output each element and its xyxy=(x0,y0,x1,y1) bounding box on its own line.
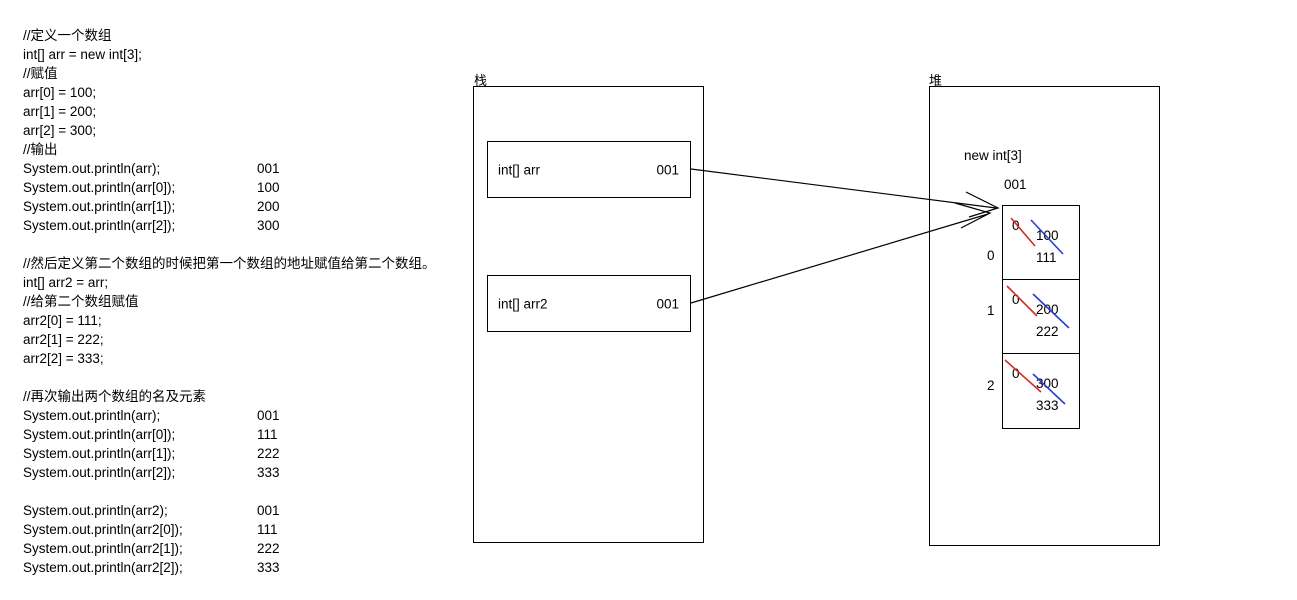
code-line-text: arr2[1] = 222; xyxy=(23,332,104,347)
array-cell-2[interactable]: 0 300 333 xyxy=(1003,354,1079,428)
cell-current-value: 333 xyxy=(1036,398,1059,413)
code-line: //输出 xyxy=(23,140,443,159)
code-line-text: System.out.println(arr2); xyxy=(23,503,168,518)
code-line-text: arr[0] = 100; xyxy=(23,85,97,100)
code-line-text: //定义一个数组 xyxy=(23,28,112,43)
array-index-1: 1 xyxy=(987,303,995,318)
code-line: System.out.println(arr[0]); 111 xyxy=(23,425,443,444)
code-line: //定义一个数组 xyxy=(23,26,443,45)
cell-current-value: 111 xyxy=(1036,250,1057,265)
code-line: System.out.println(arr2[2]); 333 xyxy=(23,558,443,577)
code-line-text: arr2[0] = 111; xyxy=(23,313,102,328)
code-line: //给第二个数组赋值 xyxy=(23,292,443,311)
code-line-text: //再次输出两个数组的名及元素 xyxy=(23,389,207,404)
code-line-text: arr[2] = 300; xyxy=(23,123,97,138)
code-listing: //定义一个数组 int[] arr = new int[3]; //赋值 arr[0… xyxy=(23,26,443,577)
code-line-text: //赋值 xyxy=(23,66,58,81)
array-index-2: 2 xyxy=(987,378,995,393)
code-line-text: System.out.println(arr[1]); xyxy=(23,199,176,214)
code-output-value: 300 xyxy=(257,218,280,233)
code-output-value: 111 xyxy=(257,427,278,442)
variable-address: 001 xyxy=(656,296,679,311)
heap-label: 堆 xyxy=(929,73,943,88)
code-output-value: 333 xyxy=(257,465,280,480)
code-line-text: System.out.println(arr2[1]); xyxy=(23,541,183,556)
code-line-text: int[] arr = new int[3]; xyxy=(23,47,142,62)
code-line-text: System.out.println(arr2[2]); xyxy=(23,560,183,575)
code-line: System.out.println(arr[2]); 300 xyxy=(23,216,443,235)
heap-array-object: 0 100 111 0 200 222 0 300 333 xyxy=(1002,205,1080,429)
code-line: arr[2] = 300; xyxy=(23,121,443,140)
code-line-text: System.out.println(arr[2]); xyxy=(23,218,176,233)
code-line: arr[1] = 200; xyxy=(23,102,443,121)
code-line: arr2[1] = 222; xyxy=(23,330,443,349)
cell-old-value: 300 xyxy=(1036,376,1059,391)
code-output-value: 001 xyxy=(257,408,280,423)
code-line: System.out.println(arr[1]); 222 xyxy=(23,444,443,463)
cell-strikethrough-marks xyxy=(1004,359,1066,405)
code-line: System.out.println(arr[2]); 333 xyxy=(23,463,443,482)
stack-region xyxy=(473,86,704,543)
code-line-text: int[] arr2 = arr; xyxy=(23,275,109,290)
code-output-value: 222 xyxy=(257,541,280,556)
stack-variable-arr[interactable]: int[] arr 001 xyxy=(487,141,691,198)
code-line-text: System.out.println(arr[1]); xyxy=(23,446,176,461)
array-cell-0[interactable]: 0 100 111 xyxy=(1003,206,1079,280)
cell-strikethrough-marks xyxy=(1006,285,1070,329)
code-line-text: System.out.println(arr); xyxy=(23,161,161,176)
code-line: arr[0] = 100; xyxy=(23,83,443,102)
code-output-value: 200 xyxy=(257,199,280,214)
code-line-text: System.out.println(arr[0]); xyxy=(23,180,176,195)
cell-initial-value: 0 xyxy=(1012,366,1020,381)
code-line: System.out.println(arr[0]); 100 xyxy=(23,178,443,197)
arrow-arr-to-heap xyxy=(690,168,1000,218)
code-line: System.out.println(arr2); 001 xyxy=(23,501,443,520)
code-line: //赋值 xyxy=(23,64,443,83)
variable-name: int[] arr xyxy=(498,162,541,177)
code-line-text: arr[1] = 200; xyxy=(23,104,97,119)
code-line-text: //给第二个数组赋值 xyxy=(23,294,139,309)
heap-object-address: 001 xyxy=(1004,177,1027,192)
code-line: //然后定义第二个数组的时候把第一个数组的地址赋值给第二个数组。 xyxy=(23,254,443,273)
code-line: System.out.println(arr2[0]); 111 xyxy=(23,520,443,539)
code-line: System.out.println(arr); 001 xyxy=(23,159,443,178)
code-line-text: System.out.println(arr2[0]); xyxy=(23,522,183,537)
code-output-value: 222 xyxy=(257,446,280,461)
code-output-value: 333 xyxy=(257,560,280,575)
stack-variable-arr2[interactable]: int[] arr2 001 xyxy=(487,275,691,332)
code-line: arr2[0] = 111; xyxy=(23,311,443,330)
code-line: System.out.println(arr[1]); 200 xyxy=(23,197,443,216)
cell-initial-value: 0 xyxy=(1012,292,1020,307)
code-line: int[] arr2 = arr; xyxy=(23,273,443,292)
cell-current-value: 222 xyxy=(1036,324,1059,339)
code-line: System.out.println(arr); 001 xyxy=(23,406,443,425)
cell-strikethrough-marks xyxy=(1010,217,1064,255)
code-line-text: System.out.println(arr[2]); xyxy=(23,465,176,480)
code-line-text: System.out.println(arr); xyxy=(23,408,161,423)
code-line-text: System.out.println(arr[0]); xyxy=(23,427,176,442)
variable-name: int[] arr2 xyxy=(498,296,548,311)
array-cell-1[interactable]: 0 200 222 xyxy=(1003,280,1079,354)
code-output-value: 111 xyxy=(257,522,278,537)
cell-initial-value: 0 xyxy=(1012,218,1020,233)
code-line: int[] arr = new int[3]; xyxy=(23,45,443,64)
heap-object-title: new int[3] xyxy=(964,148,1022,163)
stack-label: 栈 xyxy=(474,73,488,88)
array-index-0: 0 xyxy=(987,248,995,263)
code-output-value: 001 xyxy=(257,503,280,518)
code-line: //再次输出两个数组的名及元素 xyxy=(23,387,443,406)
code-line-text: arr2[2] = 333; xyxy=(23,351,104,366)
heap-region xyxy=(929,86,1160,546)
code-line: System.out.println(arr2[1]); 222 xyxy=(23,539,443,558)
code-line: arr2[2] = 333; xyxy=(23,349,443,368)
code-line-text: //输出 xyxy=(23,142,58,157)
variable-address: 001 xyxy=(656,162,679,177)
code-output-value: 100 xyxy=(257,180,280,195)
code-output-value: 001 xyxy=(257,161,280,176)
arrow-arr2-to-heap xyxy=(690,202,992,304)
code-line-text: //然后定义第二个数组的时候把第一个数组的地址赋值给第二个数组。 xyxy=(23,256,436,271)
